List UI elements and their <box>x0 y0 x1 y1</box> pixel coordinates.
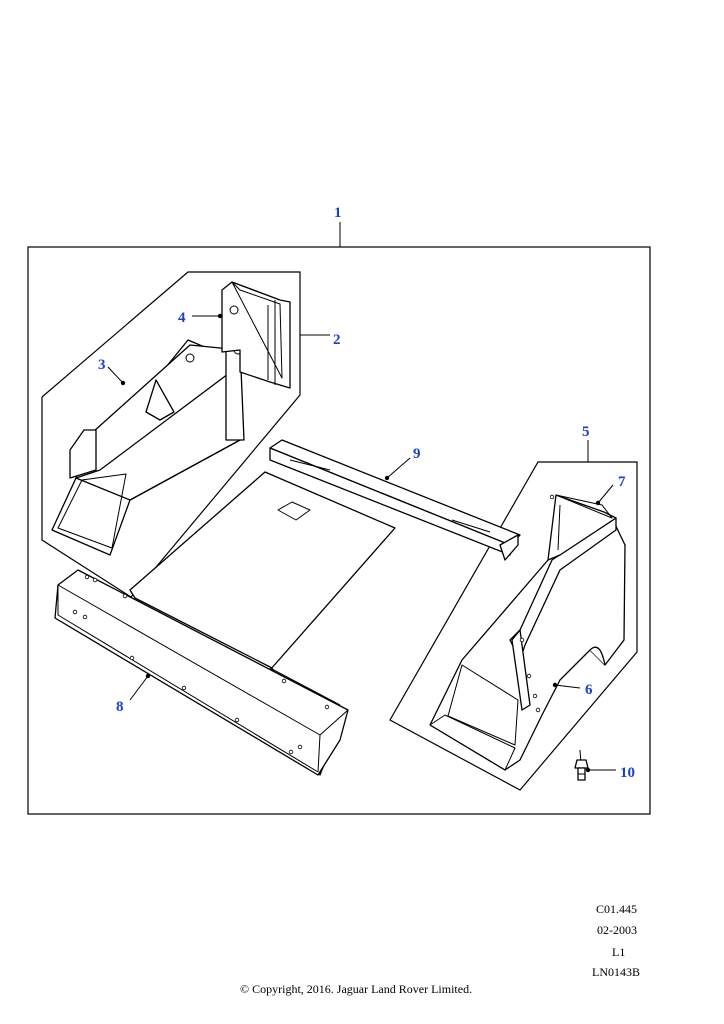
cross-rail <box>269 439 521 561</box>
kit-frame <box>27 246 651 815</box>
upright-panel-4 <box>192 281 291 389</box>
copyright-notice: © Copyright, 2016. Jaguar Land Rover Lim… <box>240 982 473 996</box>
illustration-id: LN0143B <box>592 965 640 979</box>
callout-3: 3 <box>98 357 106 373</box>
callout-10: 10 <box>620 765 635 781</box>
subassembly-frame-5 <box>389 461 638 791</box>
box-section-3 <box>51 339 245 556</box>
revision-date: 02-2003 <box>597 923 637 937</box>
callout-4: 4 <box>178 310 186 326</box>
sill-panel <box>54 569 349 776</box>
callout-6: 6 <box>585 682 593 698</box>
callout-7: 7 <box>618 474 626 490</box>
callout-5: 5 <box>582 424 590 440</box>
callout-8: 8 <box>116 699 124 715</box>
level-code: L1 <box>612 945 626 959</box>
callout-1: 1 <box>334 205 342 221</box>
callout-9: 9 <box>413 446 421 462</box>
subassembly-frame-2 <box>41 271 301 598</box>
wheel-arch-panel-6 <box>429 484 626 771</box>
fastener-10 <box>574 749 616 781</box>
reference-code: C01.445 <box>596 902 638 916</box>
callout-2: 2 <box>333 332 341 348</box>
